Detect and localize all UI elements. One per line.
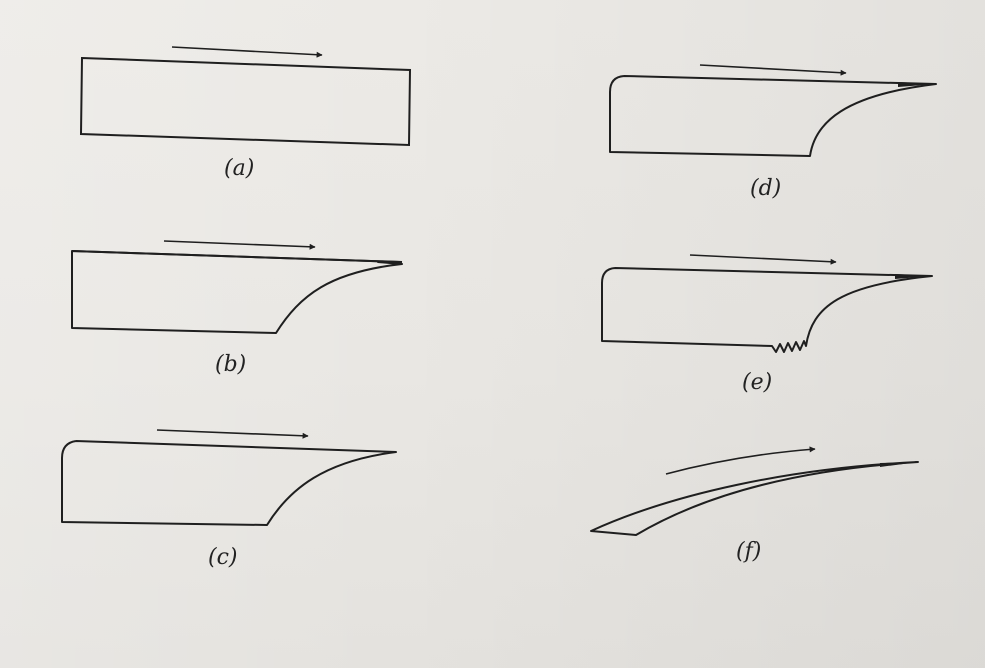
panel-e-tip [895,274,932,279]
panel-c-figure [61,429,397,526]
panel-b-flow-arrow [163,240,316,250]
panel-e-shape [601,267,933,353]
panel-a-label: (a) [224,156,255,181]
panel-a-flow-arrow [171,46,323,58]
panel-d-label: (d) [750,176,782,201]
panel-d-tip [898,82,936,87]
panel-e-figure [601,254,933,353]
panel-b-figure [71,240,403,334]
panel-f-figure [590,446,919,536]
panel-d-figure [609,64,937,157]
panel-b-label: (b) [215,352,247,377]
panel-f-flow-arrow [665,446,816,475]
panel-c-shape [61,440,397,526]
panel-b-shape [71,250,403,334]
panel-f-tip [880,462,918,467]
panel-f-label: (f) [736,539,762,564]
panel-b-top-edge [71,250,403,263]
panel-e-flow-arrow [689,254,837,265]
panel-d-shape [609,75,937,157]
panel-a-shape [79,56,412,147]
panel-c-flow-arrow [156,429,309,439]
panel-d-flow-arrow [699,64,847,76]
panel-f-shape [590,461,919,536]
panel-e-label: (e) [742,370,773,395]
panel-a-figure [79,46,412,147]
panel-c-label: (c) [208,545,238,570]
